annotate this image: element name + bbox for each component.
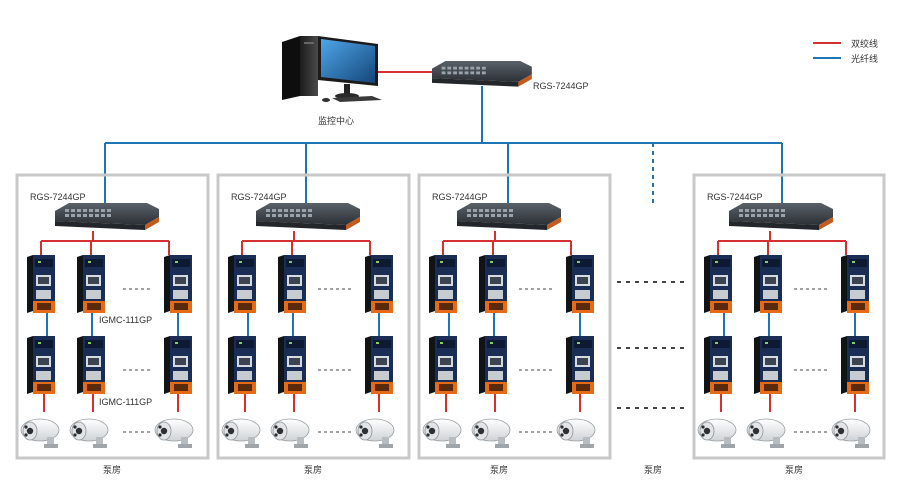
media-converter-icon [365,255,393,313]
rack-switch-icon [55,203,159,230]
legend-fiber-label: 光纤线 [851,53,878,64]
media-converter-icon [228,255,256,313]
bullet-camera-icon [697,418,737,449]
media-converter-icon [704,255,732,313]
rack-switch-icon [432,61,532,87]
legend-twisted-pair-label: 双绞线 [851,38,878,49]
bullet-camera-icon [270,418,310,449]
bullet-camera-icon [221,418,261,449]
media-converter-icon [841,255,869,313]
rack-switch-icon [457,203,561,230]
rack-switch-icon [256,203,360,230]
media-converter-icon [77,255,105,313]
bullet-camera-icon [746,418,786,449]
media-converter-icon [566,255,594,313]
media-converter-icon [754,255,782,313]
media-converter-icon [27,336,55,394]
media-converter-icon [228,336,256,394]
core-switch-model: RGS-7244GP [533,81,589,91]
bullet-camera-icon [422,418,462,449]
pump-room-frame [216,173,411,460]
gap-pump-room-label: 泵房 [644,464,662,475]
media-converter-icon [27,255,55,313]
bullet-camera-icon [355,418,395,449]
desktop-computer-icon [282,36,382,102]
media-converter-icon [754,336,782,394]
bullet-camera-icon [831,418,871,449]
rack-switch-icon [729,203,833,230]
media-converter-icon [566,336,594,394]
pump-room-frame [692,173,886,460]
media-converter-icon [278,336,306,394]
bullet-camera-icon [69,418,109,449]
media-converter-icon [704,336,732,394]
media-converter-icon [841,336,869,394]
pump-room-label: 泵房 [103,464,121,475]
pump-room-label: 泵房 [304,464,322,475]
monitor-center-label: 监控中心 [318,115,354,126]
pump-room-label: 泵房 [490,464,508,475]
media-converter-icon [479,255,507,313]
pump-room-frame [417,173,612,460]
media-converter-icon [365,336,393,394]
bullet-camera-icon [20,418,60,449]
bullet-camera-icon [471,418,511,449]
pump-room: RGS-7244GP 泵房 [692,173,886,475]
pump-room: RGS-7244GP 泵房 [216,173,411,475]
bullet-camera-icon [556,418,596,449]
media-converter-icon [429,255,457,313]
monitor-center: 监控中心 RGS-7244GP [282,36,589,126]
media-converter-icon [164,255,192,313]
pump-room-label: 泵房 [785,464,803,475]
media-converter-icon [479,336,507,394]
media-converter-icon [278,255,306,313]
pump-room-switch-model: RGS-7244GP [30,192,86,202]
media-converter-icon [429,336,457,394]
pump-room: RGS-7244GP IGMC-111GP IGMC-111GP [15,173,210,475]
bullet-camera-icon [154,418,194,449]
pump-room-switch-model: RGS-7244GP [231,192,287,202]
legend: 双绞线 光纤线 [813,38,878,64]
core-switch [432,61,532,87]
media-converter-icon [77,336,105,394]
pump-room-switch-model: RGS-7244GP [707,192,763,202]
converter-model-label: IGMC-111GP [99,397,152,407]
media-converter-icon [164,336,192,394]
pump-room-switch-model: RGS-7244GP [432,192,488,202]
pump-room-frame [15,173,210,460]
converter-model-label: IGMC-111GP [99,315,152,325]
pump-room: RGS-7244GP 泵房 [417,173,612,475]
ellipsis-column [617,281,688,409]
